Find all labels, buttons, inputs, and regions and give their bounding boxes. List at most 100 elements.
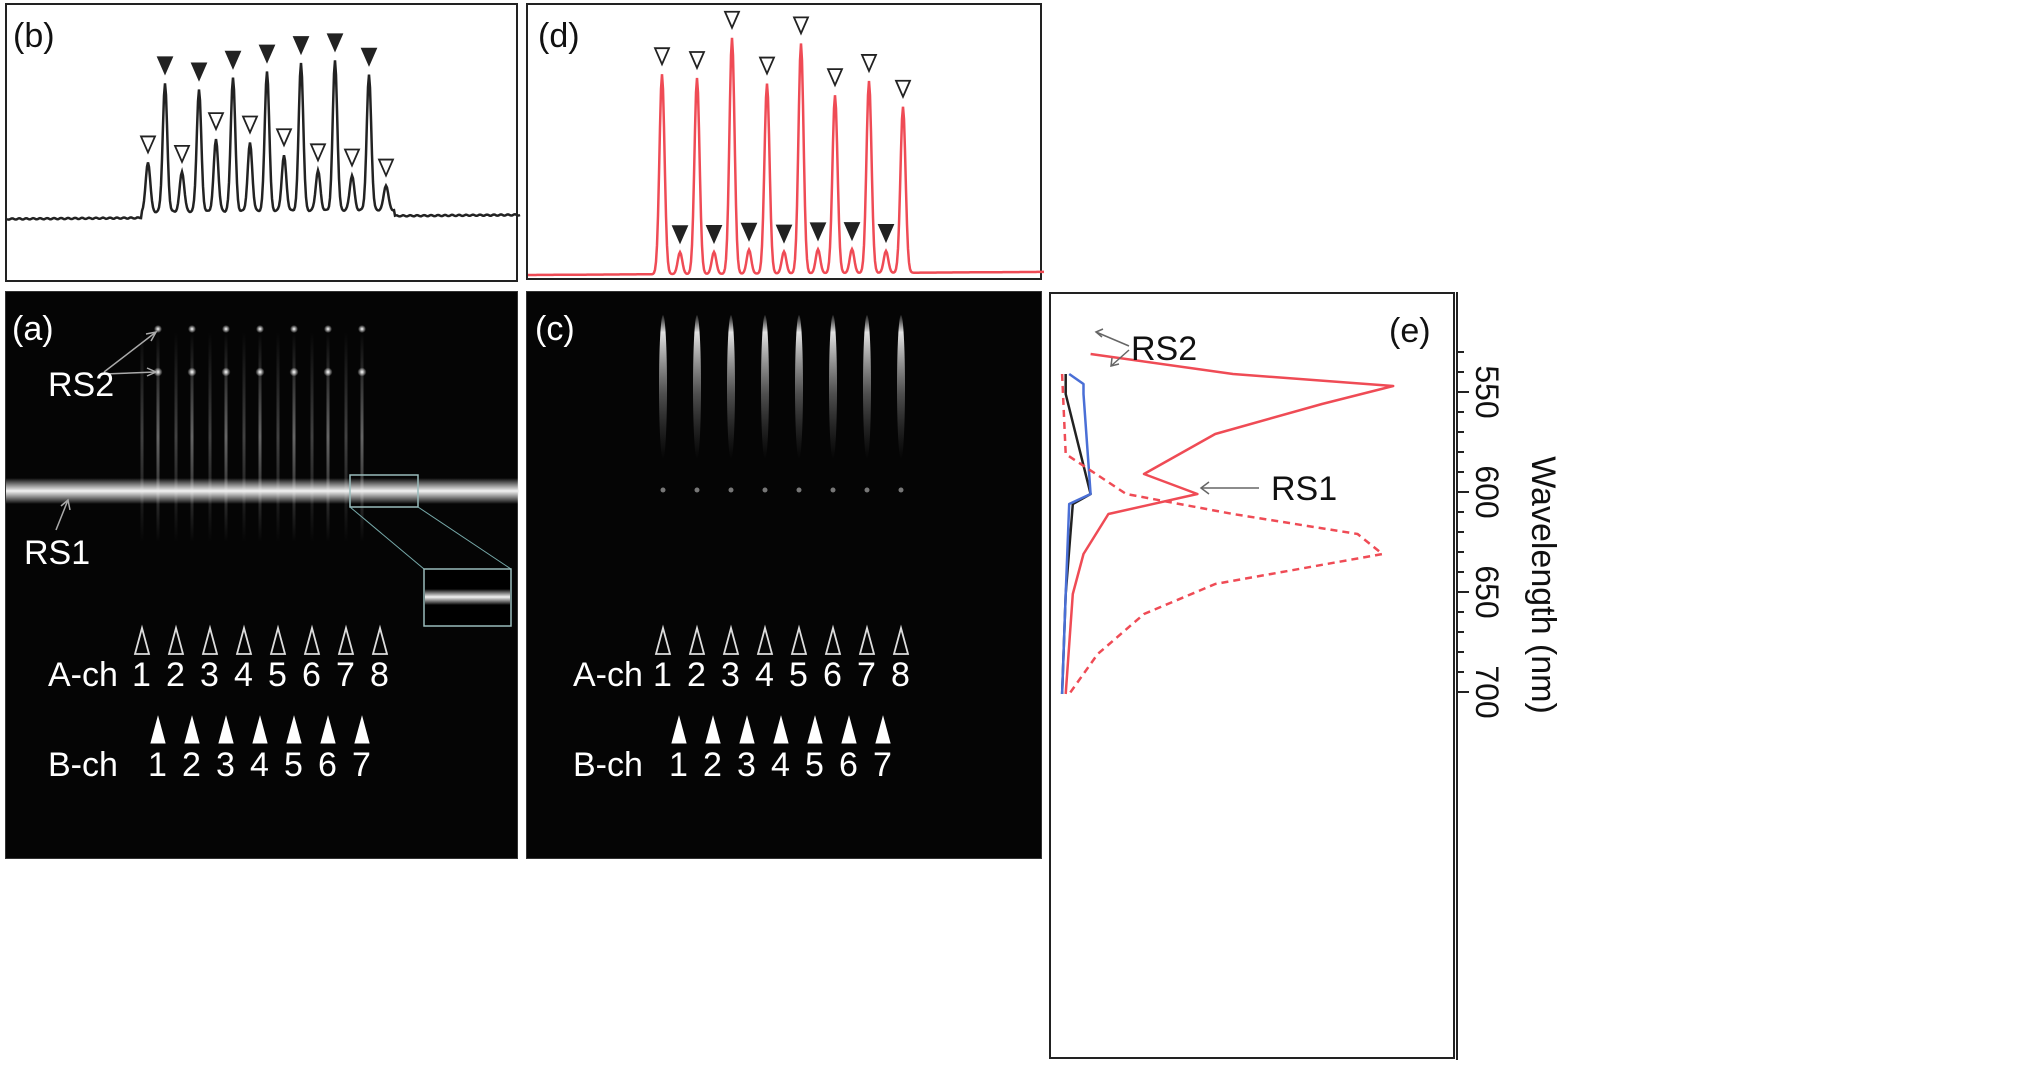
a-ch-triangle — [133, 624, 151, 655]
wavelength-axis-title: Wavelength (nm) — [1524, 456, 1562, 714]
rs1-spot — [864, 487, 870, 493]
a-ch-number: 7 — [336, 656, 355, 694]
rs1-label-e: RS1 — [1271, 470, 1338, 508]
b-ch-triangle — [218, 715, 234, 744]
a-ch-number: 6 — [823, 656, 842, 694]
a-ch-triangle — [201, 624, 219, 655]
lane-streak — [310, 332, 314, 542]
lane-streak — [795, 315, 803, 459]
red-solid-spectrum — [1064, 352, 1395, 695]
b-ch-triangle — [773, 715, 789, 744]
a-ch-number: 5 — [268, 656, 287, 694]
b-ch-number: 3 — [216, 746, 235, 784]
rs2-spot — [255, 367, 265, 377]
b-ch-triangle — [354, 715, 370, 744]
a-ch-peak-marker — [173, 144, 191, 165]
rs2-spot — [357, 367, 367, 377]
b-ch-number: 5 — [284, 746, 303, 784]
lane-streak — [863, 315, 871, 459]
a-ch-peak-marker — [139, 135, 157, 155]
panel-a-streaks — [140, 332, 364, 542]
blue-solid-spectrum — [1060, 372, 1092, 695]
a-ch-peak-marker — [275, 128, 293, 148]
axis-tick-label: 550 — [1469, 365, 1505, 418]
a-ch-number: 8 — [370, 656, 389, 694]
a-ch-peak-marker — [860, 54, 878, 74]
rs2-arrow-1 — [103, 331, 157, 373]
a-ch-number: 3 — [200, 656, 219, 694]
rs1-spot — [830, 487, 836, 493]
rs2-spot — [358, 325, 366, 333]
b-ch-label: B-ch — [48, 746, 118, 784]
rs1-label: RS1 — [24, 534, 91, 572]
a-ch-triangle — [688, 624, 706, 655]
red-dashed-spectrum — [1060, 373, 1384, 695]
rs1-band — [6, 478, 519, 504]
rs1-spot — [728, 487, 734, 493]
a-ch-peak-marker — [688, 51, 706, 71]
panel-e-series — [1060, 352, 1395, 695]
b-ch-peak-marker — [740, 222, 758, 242]
panel-d-trace — [528, 37, 1044, 277]
a-ch-number: 1 — [132, 656, 151, 694]
panel-a-ach-triangles — [133, 624, 389, 655]
panel-e-chart — [1060, 328, 1395, 695]
a-ch-peak-marker — [309, 143, 327, 163]
b-ch-peak-marker — [326, 33, 344, 53]
rs2-spot — [154, 325, 162, 333]
b-ch-number: 5 — [805, 746, 824, 784]
b-ch-label-c: B-ch — [573, 746, 643, 784]
lane-streak — [140, 332, 144, 542]
lane-streak — [292, 332, 296, 542]
b-ch-peak-marker — [671, 225, 689, 245]
axis-tick-label: 700 — [1469, 665, 1505, 718]
b-ch-number: 7 — [352, 746, 371, 784]
zoom-line-2 — [417, 506, 512, 570]
rs2-arrow-e1 — [1095, 331, 1130, 347]
rs2-spot — [290, 325, 298, 333]
panel-d-label: (d) — [538, 17, 580, 55]
b-ch-peak-marker — [360, 47, 378, 67]
panel-c-bch-triangles — [671, 715, 891, 744]
a-ch-peak-marker — [343, 148, 361, 168]
zoom-inset-band — [425, 589, 510, 605]
b-ch-triangle — [841, 715, 857, 744]
a-ch-triangle — [824, 624, 842, 655]
lane-streak — [258, 332, 262, 542]
a-ch-triangle — [269, 624, 287, 655]
panel-a: (a) — [5, 291, 519, 859]
b-ch-triangle — [184, 715, 200, 744]
b-ch-number: 6 — [318, 746, 337, 784]
lane-streak — [659, 315, 667, 459]
lane-streak — [276, 332, 280, 542]
panel-a-spots — [153, 325, 367, 377]
a-ch-triangle — [337, 624, 355, 655]
a-ch-number: 8 — [891, 656, 910, 694]
b-ch-number: 3 — [737, 746, 756, 784]
a-ch-peak-marker — [792, 16, 810, 36]
rs1-spot — [898, 487, 904, 493]
panel-b-label: (b) — [13, 17, 55, 55]
lane-streak — [224, 332, 228, 542]
a-ch-number: 4 — [755, 656, 774, 694]
b-ch-triangle — [671, 715, 687, 744]
panel-b-trace — [6, 60, 521, 221]
lane-streak — [761, 315, 769, 459]
a-ch-peak-marker — [826, 68, 844, 88]
rs1-arrow — [55, 499, 69, 531]
axis-tick-label: 650 — [1469, 565, 1505, 618]
rs2-spot — [256, 325, 264, 333]
lane-streak — [344, 332, 348, 542]
a-ch-number: 2 — [166, 656, 185, 694]
panel-c-label: (c) — [535, 310, 575, 348]
panel-a-image — [6, 325, 519, 744]
b-ch-peak-marker — [156, 56, 174, 76]
b-ch-peak-marker — [877, 223, 895, 244]
b-ch-number: 2 — [182, 746, 201, 784]
rs2-spot — [188, 325, 196, 333]
panel-d-chart — [528, 10, 1044, 277]
a-ch-number: 4 — [234, 656, 253, 694]
a-ch-number: 7 — [857, 656, 876, 694]
a-ch-peak-marker — [377, 158, 395, 178]
